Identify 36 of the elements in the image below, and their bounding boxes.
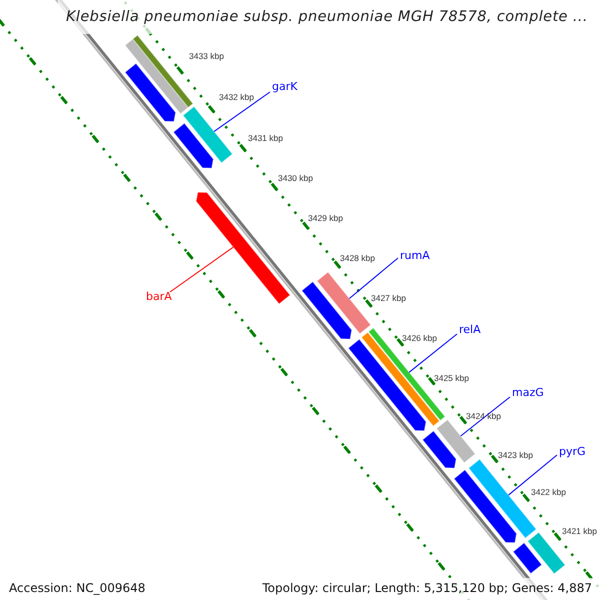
gene-label: rumA xyxy=(400,249,430,263)
gene-bar xyxy=(512,542,542,574)
gene-bar xyxy=(172,122,214,169)
gene-bar xyxy=(453,469,518,544)
tick-label: 3430 kbp xyxy=(278,173,313,184)
gene-bar xyxy=(124,38,189,114)
tick-label: 3421 kbp xyxy=(562,526,597,537)
tick-label: 3425 kbp xyxy=(434,373,469,384)
gene-bar xyxy=(182,106,234,164)
tick-label: 3433 kbp xyxy=(189,51,224,62)
gene-bar xyxy=(436,419,476,464)
tick-label: 3424 kbp xyxy=(466,411,501,422)
tick-label: 3422 kbp xyxy=(531,487,566,498)
tick-label: 3428 kbp xyxy=(340,253,375,264)
tick-label: 3423 kbp xyxy=(498,450,533,461)
leader-line xyxy=(460,396,510,436)
gene-label: relA xyxy=(459,323,481,337)
leader-line xyxy=(508,454,558,496)
leader-line xyxy=(214,92,270,132)
gene-label: garK xyxy=(272,80,298,94)
gene-bar xyxy=(316,271,372,334)
leader-line xyxy=(348,258,398,299)
gene-label: barA xyxy=(146,290,172,304)
gene-bar xyxy=(196,192,291,305)
gene-bar xyxy=(422,430,457,469)
tick-label: 3426 kbp xyxy=(402,333,437,344)
gene-bar xyxy=(301,281,352,340)
tick-label: 3427 kbp xyxy=(371,293,406,304)
gene-label: pyrG xyxy=(559,445,586,459)
leader-line xyxy=(408,334,458,373)
tick-label: 3431 kbp xyxy=(248,133,283,144)
gene-label: mazG xyxy=(512,386,544,400)
tick-label: 3429 kbp xyxy=(308,213,343,224)
leader-line xyxy=(170,246,234,292)
tick-label: 3432 kbp xyxy=(219,92,254,103)
gene-bar xyxy=(124,62,176,122)
